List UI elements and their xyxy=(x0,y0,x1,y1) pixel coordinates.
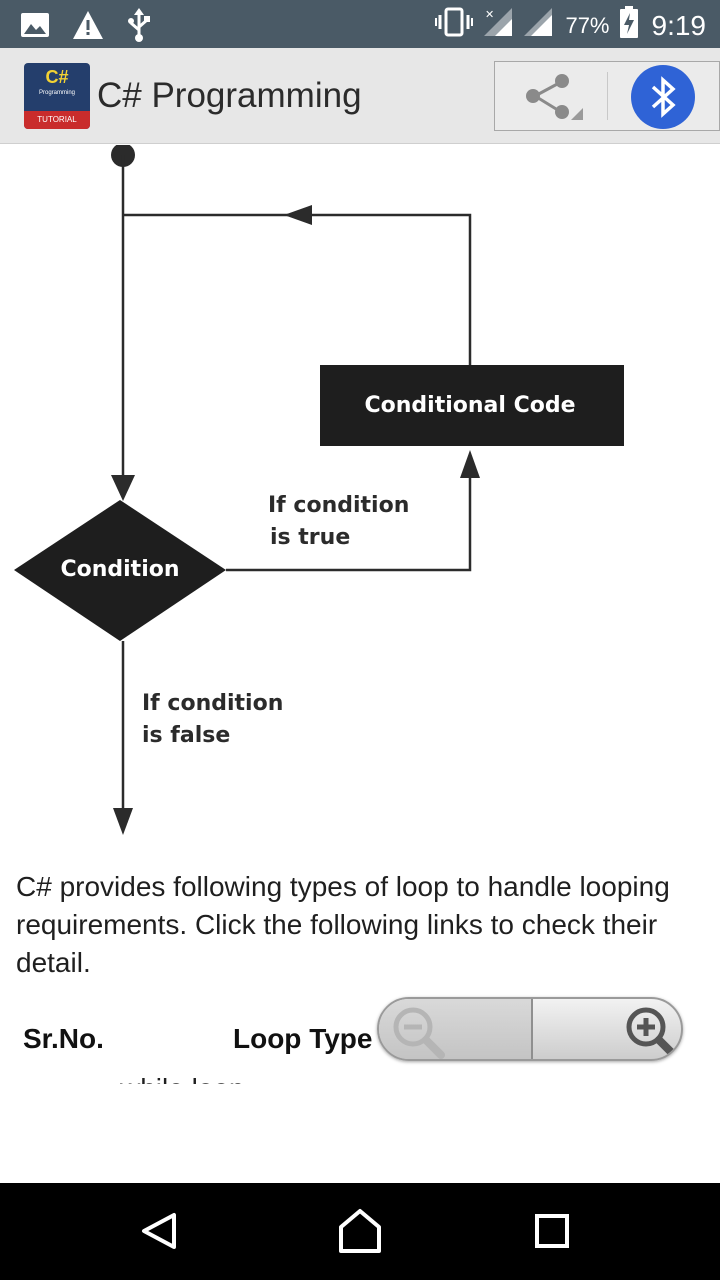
back-button[interactable] xyxy=(130,1201,190,1261)
loop-type-link[interactable]: while loop xyxy=(120,1073,245,1084)
action-box xyxy=(494,61,720,131)
clock: 9:19 xyxy=(651,9,707,41)
logo-top-text: C# xyxy=(45,67,69,87)
bluetooth-button[interactable] xyxy=(631,65,695,129)
status-bar: ✕ 77% 9:19 xyxy=(0,0,720,48)
condition-node xyxy=(14,500,226,641)
arrowhead-loop-back xyxy=(284,205,312,225)
loop-flowchart: Conditional Code Condition If condition … xyxy=(14,145,624,835)
navigation-bar xyxy=(0,1183,720,1280)
app-logo: C# Programming TUTORIAL xyxy=(24,63,90,129)
loop-description: C# provides following types of loop to h… xyxy=(16,871,670,978)
header-loop-type: Loop Type xyxy=(233,1023,373,1054)
vibrate-icon xyxy=(435,7,474,44)
home-icon xyxy=(339,1209,381,1253)
conditional-code-node xyxy=(320,365,624,446)
app-title: C# Programming xyxy=(97,76,362,115)
table-row[interactable]: while loop xyxy=(120,1070,245,1084)
no-data-signal-icon: ✕ xyxy=(483,7,513,44)
header-sr-no: Sr.No. xyxy=(23,1023,104,1054)
arrowhead-to-conditional-code xyxy=(460,450,480,478)
zoom-in-button[interactable] xyxy=(533,999,681,1059)
flow-line-true xyxy=(226,477,472,572)
true-label-line2: is true xyxy=(270,525,350,550)
warning-icon xyxy=(72,10,104,45)
zoom-out-button[interactable] xyxy=(379,999,531,1059)
logo-middle-text: Programming xyxy=(38,90,75,96)
recents-icon xyxy=(535,1214,569,1248)
content-area[interactable]: Conditional Code Condition If condition … xyxy=(0,145,720,1183)
true-label-line1: If condition xyxy=(268,493,409,518)
battery-charging-icon xyxy=(619,6,638,45)
back-icon xyxy=(142,1213,176,1249)
battery-percent: 77% xyxy=(565,12,610,38)
cell-signal-icon xyxy=(523,7,553,44)
usb-icon xyxy=(126,8,152,47)
bluetooth-icon xyxy=(651,76,676,118)
zoom-control xyxy=(377,997,683,1061)
share-icon xyxy=(526,74,583,120)
arrowhead-to-condition xyxy=(111,475,135,501)
false-label-line1: If condition xyxy=(142,691,283,716)
app-bar: C# Programming TUTORIAL C# Programming xyxy=(0,48,720,144)
conditional-code-label: Conditional Code xyxy=(364,393,575,418)
share-button[interactable] xyxy=(495,62,607,130)
action-separator xyxy=(607,72,608,120)
loop-table-header: Sr.No. Loop Type xyxy=(0,1015,720,1085)
flow-line-loop-back xyxy=(123,213,472,365)
arrowhead-exit xyxy=(113,808,133,835)
zoom-in-icon xyxy=(626,1007,677,1058)
image-icon xyxy=(20,11,50,44)
home-button[interactable] xyxy=(330,1201,390,1261)
recents-button[interactable] xyxy=(522,1201,582,1261)
svg-text:✕: ✕ xyxy=(485,8,494,21)
zoom-out-icon xyxy=(393,1007,445,1059)
false-label-line2: is false xyxy=(142,723,230,748)
zoom-divider xyxy=(531,999,533,1059)
condition-label: Condition xyxy=(60,557,179,582)
logo-band-text: TUTORIAL xyxy=(24,111,90,129)
